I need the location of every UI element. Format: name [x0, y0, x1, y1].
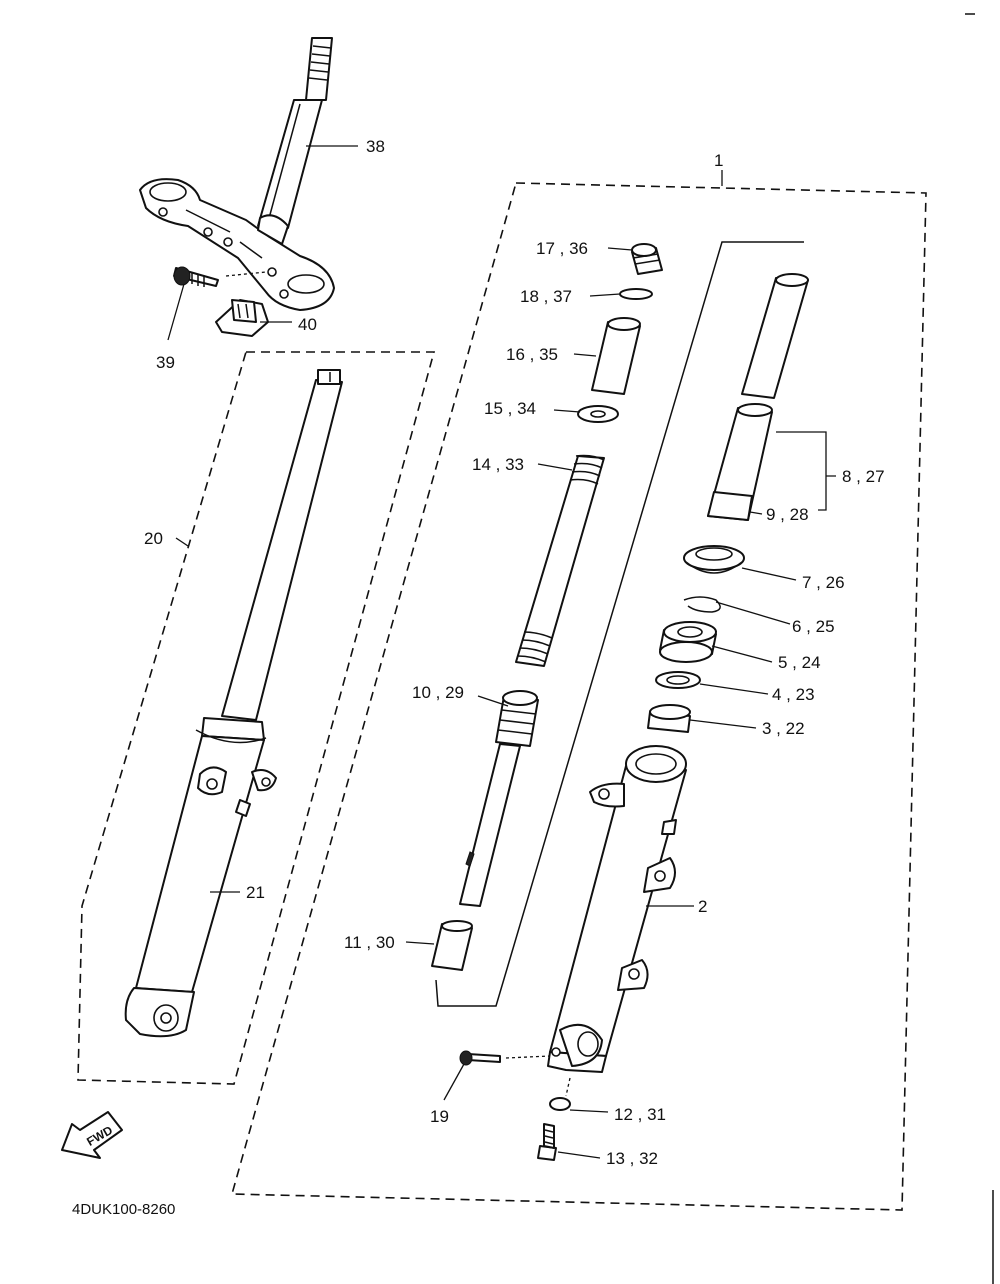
bolt-part-19	[459, 1050, 551, 1066]
bolt-part-13	[537, 1123, 557, 1161]
fwd-arrow-icon: FWD	[61, 1111, 123, 1159]
callout-12-31: 12 , 31	[614, 1105, 666, 1124]
inner-tube-part-8	[707, 273, 809, 521]
callout-16-35: 16 , 35	[506, 345, 558, 364]
spacer-part-16	[591, 317, 641, 395]
gasket-part-12	[549, 1097, 571, 1111]
oil-lock-piece-part-11	[431, 920, 473, 971]
steering-stem-assembly	[139, 37, 335, 311]
bolt-part-39	[173, 266, 267, 287]
bushing-part-9	[707, 491, 753, 521]
leader-lines	[167, 145, 836, 1159]
callout-6-25: 6 , 25	[792, 617, 835, 636]
clip-part-6	[683, 596, 721, 613]
washer-part-15	[577, 405, 619, 423]
callout-9-28: 9 , 28	[766, 505, 809, 524]
callout-20: 20	[144, 529, 163, 548]
callout-3-22: 3 , 22	[762, 719, 805, 738]
callout-40: 40	[298, 315, 317, 334]
callout-38: 38	[366, 137, 385, 156]
diagram-code: 4DUK100-8260	[72, 1201, 175, 1218]
collar-part-40	[215, 299, 269, 337]
callout-5-24: 5 , 24	[778, 653, 821, 672]
oil-seal-part-5	[659, 621, 717, 663]
callout-14-33: 14 , 33	[472, 455, 524, 474]
cap-bolt-part-17	[631, 243, 663, 275]
callout-1: 1	[714, 151, 723, 170]
washer-part-4	[655, 671, 701, 689]
callout-17-36: 17 , 36	[536, 239, 588, 258]
fork-1-dashed-group	[230, 182, 927, 1211]
callout-2: 2	[698, 897, 707, 916]
callout-21: 21	[246, 883, 265, 902]
callout-11-30: 11 , 30	[344, 933, 395, 952]
callout-39: 39	[156, 353, 175, 372]
callout-19: 19	[430, 1107, 449, 1126]
callout-13-32: 13 , 32	[606, 1149, 658, 1168]
callout-15-34: 15 , 34	[484, 399, 536, 418]
callout-10-29: 10 , 29	[412, 683, 464, 702]
damper-rod-part-10	[459, 690, 539, 907]
fork-20-dashed-group	[77, 351, 436, 1085]
callout-7-26: 7 , 26	[802, 573, 845, 592]
callout-8-27: 8 , 27	[842, 467, 885, 486]
left-fork-assembly-part-21	[124, 369, 343, 1038]
callout-18-37: 18 , 37	[520, 287, 572, 306]
outer-tube-part-2	[547, 745, 687, 1073]
callout-4-23: 4 , 23	[772, 685, 815, 704]
dust-seal-part-7	[683, 545, 745, 574]
o-ring-part-18	[619, 288, 653, 300]
fork-spring-part-14	[515, 454, 605, 667]
internal-subgroup-bracket	[435, 241, 804, 1007]
slide-metal-part-3	[647, 704, 691, 733]
